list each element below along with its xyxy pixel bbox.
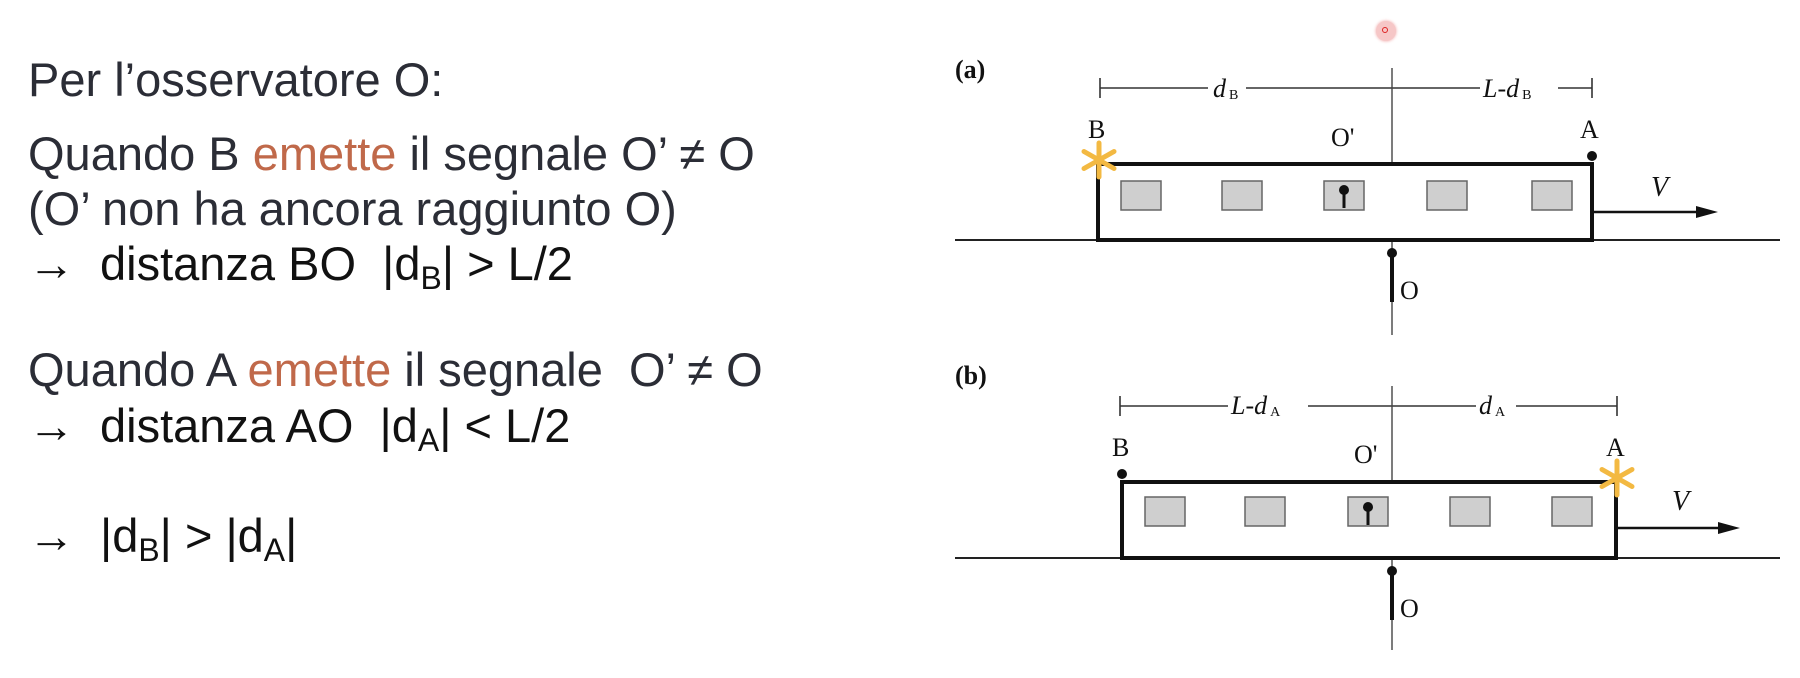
point-b-marker-b <box>1117 469 1127 479</box>
window <box>1244 496 1286 527</box>
window <box>1144 496 1186 527</box>
arrowhead-icon <box>1718 522 1740 534</box>
window <box>1221 180 1263 211</box>
case-b-line-1: Quando B emette il segnale O’ ≠ O <box>28 127 755 180</box>
right-arrow-icon: → <box>28 399 75 452</box>
right-arrow-icon: → <box>28 509 75 562</box>
slide-text: Per l’osservatore O: Quando B emette il … <box>28 0 928 678</box>
case-a-line-2: →distanza AO |dA| < L/2 <box>28 399 571 458</box>
emette-highlight-b: emette <box>252 127 397 180</box>
window <box>1120 180 1162 211</box>
window <box>1551 496 1593 527</box>
emission-star-icon <box>1081 140 1117 180</box>
panel-a-label: (a) <box>955 55 985 84</box>
conclusion-line: →|dB| > |dA| <box>28 509 298 568</box>
right-arrow-icon: → <box>28 237 75 290</box>
point-a-marker-a <box>1587 151 1597 161</box>
panel-b-label: (b) <box>955 361 987 390</box>
label-v-b: V <box>1672 486 1692 517</box>
case-b-line-2: (O’ non ha ancora raggiunto O) <box>28 182 677 235</box>
label-a-a: A <box>1580 115 1599 144</box>
window <box>1426 180 1468 211</box>
label-o-b: O <box>1400 594 1419 623</box>
label-o-prime-a: O' <box>1331 123 1354 152</box>
window <box>1449 496 1491 527</box>
emette-highlight-a: emette <box>247 343 392 396</box>
label-v-a: V <box>1651 172 1671 203</box>
label-o-a: O <box>1400 276 1419 305</box>
case-b-line-3: →distanza BO |dB| > L/2 <box>28 237 573 296</box>
label-b-b: B <box>1112 433 1129 462</box>
arrowhead-icon <box>1696 206 1718 218</box>
label-a-b: A <box>1606 433 1625 462</box>
case-a-line-1: Quando A emette il segnale O’ ≠ O <box>28 343 763 396</box>
laser-pointer-icon <box>1376 21 1396 41</box>
label-b-a: B <box>1088 115 1105 144</box>
label-o-prime-b: O' <box>1354 440 1377 469</box>
emission-star-icon <box>1599 458 1635 498</box>
observer-heading: Per l’osservatore O: <box>28 53 444 106</box>
window <box>1531 180 1573 211</box>
